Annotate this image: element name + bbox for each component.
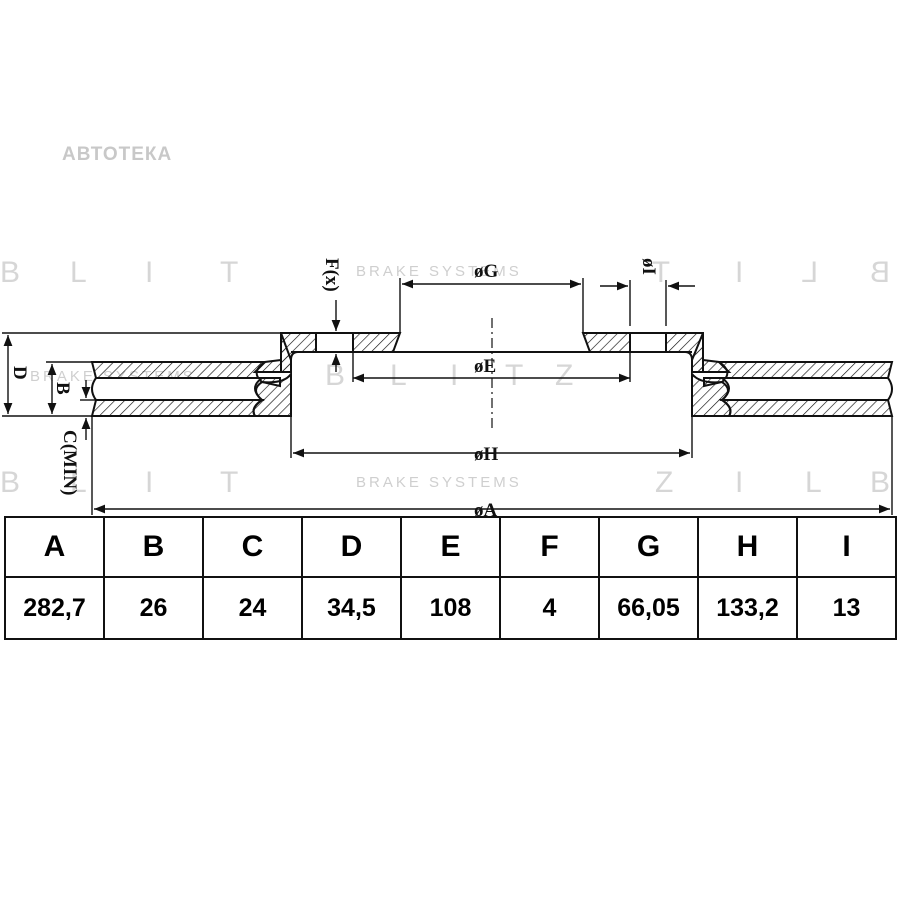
spec-header: D — [301, 516, 402, 578]
wm-letter: L — [390, 359, 409, 392]
spec-header: A — [4, 516, 105, 578]
spec-header: B — [103, 516, 204, 578]
wm-tagline: BRAKE SYSTEMS — [356, 263, 522, 280]
spec-value: 26 — [103, 576, 204, 640]
wm-letter: T — [220, 256, 240, 289]
spec-value: 66,05 — [598, 576, 699, 640]
dim-d-label: D — [9, 366, 30, 380]
dim-g-label: øG — [474, 261, 499, 282]
spec-header-row: A B C D E F G H I — [4, 516, 897, 578]
wm-letter: B — [870, 466, 892, 499]
wm-letter: I — [735, 466, 745, 499]
spec-header: F — [499, 516, 600, 578]
wm-letter: B — [0, 466, 22, 499]
vane-left — [91, 377, 266, 401]
hub-neck-right — [691, 371, 732, 417]
dim-b-label: B — [52, 382, 73, 395]
bolt-hole-right — [629, 332, 667, 353]
wm-letter: B — [868, 256, 890, 289]
wm-letter: L — [70, 466, 89, 499]
dim-e-label: øE — [474, 356, 496, 377]
spec-value: 13 — [796, 576, 897, 640]
wm-letter: I — [735, 256, 745, 289]
site-watermark: АВТОТЕКА — [62, 144, 173, 165]
wm-letter: I — [450, 359, 460, 392]
brand-watermark-row-top: B L I T T I L B BRAKE SYSTEMS — [0, 256, 890, 289]
wm-tagline: BRAKE SYSTEMS — [356, 474, 522, 491]
spec-header: E — [400, 516, 501, 578]
spec-header: I — [796, 516, 897, 578]
hat-top-mid-left — [352, 332, 402, 353]
wm-letter: I — [145, 466, 155, 499]
friction-ring-right-lower — [718, 399, 894, 417]
dimension-lines — [2, 278, 893, 515]
vane-right — [718, 377, 893, 401]
friction-ring-left-lower — [90, 399, 266, 417]
wm-letter: B — [0, 256, 22, 289]
dim-c-label: C(MIN) — [59, 430, 80, 495]
spec-value: 108 — [400, 576, 501, 640]
dim-i-label: øI — [638, 258, 659, 275]
wm-letter: T — [505, 359, 525, 392]
wm-letter: T — [220, 466, 240, 499]
spec-value: 133,2 — [697, 576, 798, 640]
spec-value-row: 282,7 26 24 34,5 108 4 66,05 133,2 13 — [4, 576, 897, 640]
spec-table: A B C D E F G H I 282,7 26 24 34,5 108 4… — [4, 516, 897, 640]
spec-value: 34,5 — [301, 576, 402, 640]
brand-watermark-row-low: B L I T BRAKE SYSTEMS Z I L B — [0, 466, 892, 499]
wm-letter: L — [799, 256, 818, 289]
spec-value: 4 — [499, 576, 600, 640]
dim-h-label: øH — [474, 444, 499, 465]
bolt-hole-left — [315, 332, 354, 353]
wm-letter: L — [805, 466, 824, 499]
hub-neck-left — [252, 370, 292, 417]
hat-top-mid-right — [581, 332, 631, 353]
dim-f-label: F(x) — [321, 258, 342, 292]
wm-letter: Z — [655, 466, 675, 499]
wm-letter: T — [650, 256, 670, 289]
spec-header: C — [202, 516, 303, 578]
dim-a-label: øA — [474, 500, 498, 521]
wm-letter: L — [70, 256, 89, 289]
spec-value: 282,7 — [4, 576, 105, 640]
wm-letter: I — [145, 256, 155, 289]
spec-header: H — [697, 516, 798, 578]
spec-value: 24 — [202, 576, 303, 640]
disc-cross-section — [90, 332, 894, 417]
wm-letter: Z — [555, 359, 575, 392]
wm-letter: B — [325, 359, 347, 392]
spec-header: G — [598, 516, 699, 578]
